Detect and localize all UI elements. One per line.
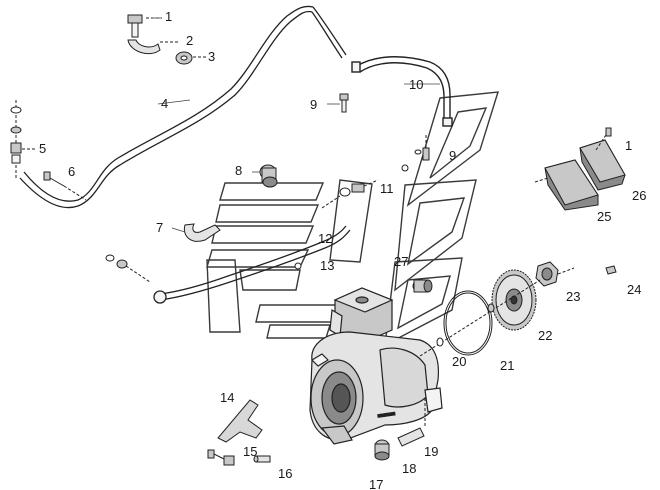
- callout-15: 15: [243, 444, 257, 459]
- callout-4: 4: [161, 96, 168, 111]
- leader-lines: [152, 17, 440, 233]
- callout-25: 25: [597, 209, 611, 224]
- callout-10: 10: [409, 77, 423, 92]
- fitting-11: [321, 179, 379, 209]
- bolt-15: [207, 449, 235, 466]
- callout-21: 21: [500, 358, 514, 373]
- gear-22: [491, 269, 537, 331]
- callout-27: 27: [394, 254, 408, 269]
- bolt-1: [127, 14, 162, 38]
- callout-1-top: 1: [165, 9, 172, 24]
- bracket-7: [183, 223, 221, 242]
- callout-12: 12: [318, 231, 332, 246]
- lower-pipe: [153, 225, 351, 304]
- callout-19: 19: [424, 444, 438, 459]
- callout-1-right: 1: [625, 138, 632, 153]
- o-ring-20: [443, 290, 493, 356]
- callout-6: 6: [68, 164, 75, 179]
- svg-text:≡≡≡≡≡: ≡≡≡≡≡: [377, 412, 396, 420]
- dowel-18: [397, 427, 425, 447]
- bracket-14: [217, 399, 263, 443]
- clamp-2: [127, 39, 178, 55]
- pin-16: [253, 455, 271, 463]
- hole-markers: [294, 164, 409, 270]
- bushing-8: [259, 164, 278, 188]
- callout-24: 24: [627, 282, 641, 297]
- part-24: [605, 265, 617, 275]
- callout-23: 23: [566, 289, 580, 304]
- callout-5: 5: [39, 141, 46, 156]
- callout-2: 2: [186, 33, 193, 48]
- bolt-6: [43, 171, 87, 201]
- callout-17: 17: [369, 477, 383, 490]
- callout-3: 3: [208, 49, 215, 64]
- pipe-10: [351, 56, 453, 127]
- callout-14: 14: [220, 390, 234, 405]
- callout-13: 13: [320, 258, 334, 273]
- callout-11: 11: [380, 181, 394, 196]
- bushing-27: [412, 279, 433, 293]
- sleeve-17: [374, 439, 390, 461]
- washer-3: [175, 51, 206, 65]
- callout-labels: 1 2 3 4 5 6 7 8 9 9 10 11 12 13 14 15 16…: [39, 9, 646, 490]
- long-pipe-4: [19, 5, 347, 209]
- callout-26: 26: [632, 188, 646, 203]
- callout-20: 20: [452, 354, 466, 369]
- compressor-body: ≡≡≡≡≡: [309, 287, 443, 445]
- screw-9-top: [339, 93, 349, 113]
- fitting-stack-5: [10, 100, 36, 178]
- shaft-washers: [419, 279, 541, 357]
- callout-9-right: 9: [449, 148, 456, 163]
- fitting-lower-left: [105, 254, 151, 283]
- callout-16: 16: [278, 466, 292, 481]
- callout-7: 7: [156, 220, 163, 235]
- nut-23: [535, 261, 575, 287]
- callout-18: 18: [402, 461, 416, 476]
- callout-22: 22: [538, 328, 552, 343]
- plates-25-26: [534, 127, 626, 211]
- fitting-9-right: [414, 135, 430, 161]
- callout-8: 8: [235, 163, 242, 178]
- callout-9-top: 9: [310, 97, 317, 112]
